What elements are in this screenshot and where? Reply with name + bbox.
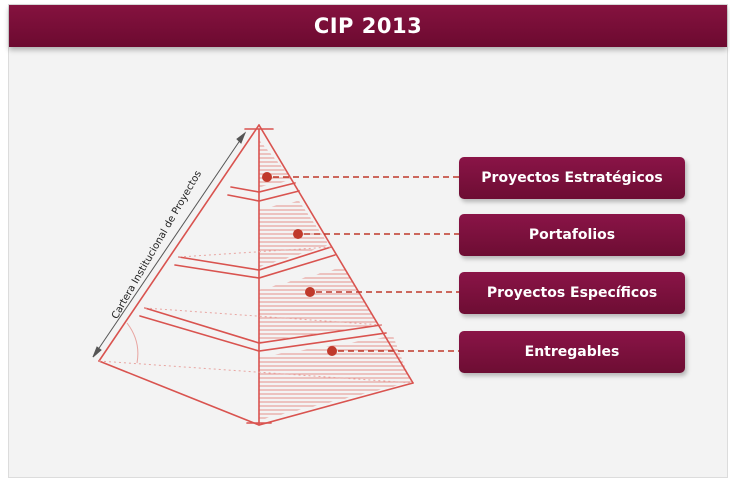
slide-title: CIP 2013 — [9, 5, 727, 47]
connectors — [262, 172, 459, 356]
pyramid-diagram — [92, 124, 459, 426]
marker-4 — [327, 346, 337, 356]
face-hatch-3 — [259, 267, 379, 342]
angle-arc — [126, 322, 139, 364]
marker-2 — [293, 229, 303, 239]
inner-edges — [98, 246, 414, 384]
side-arrow — [92, 131, 247, 358]
slide: CIP 2013 — [8, 4, 728, 478]
level-proyectos-especificos: Proyectos Específicos — [459, 272, 685, 314]
level-proyectos-estrategicos: Proyectos Estratégicos — [459, 157, 685, 199]
level-portafolios: Portafolios — [459, 214, 685, 256]
marker-1 — [262, 172, 272, 182]
marker-3 — [305, 287, 315, 297]
pyramid-outline — [98, 124, 414, 426]
level-entregables: Entregables — [459, 331, 685, 373]
